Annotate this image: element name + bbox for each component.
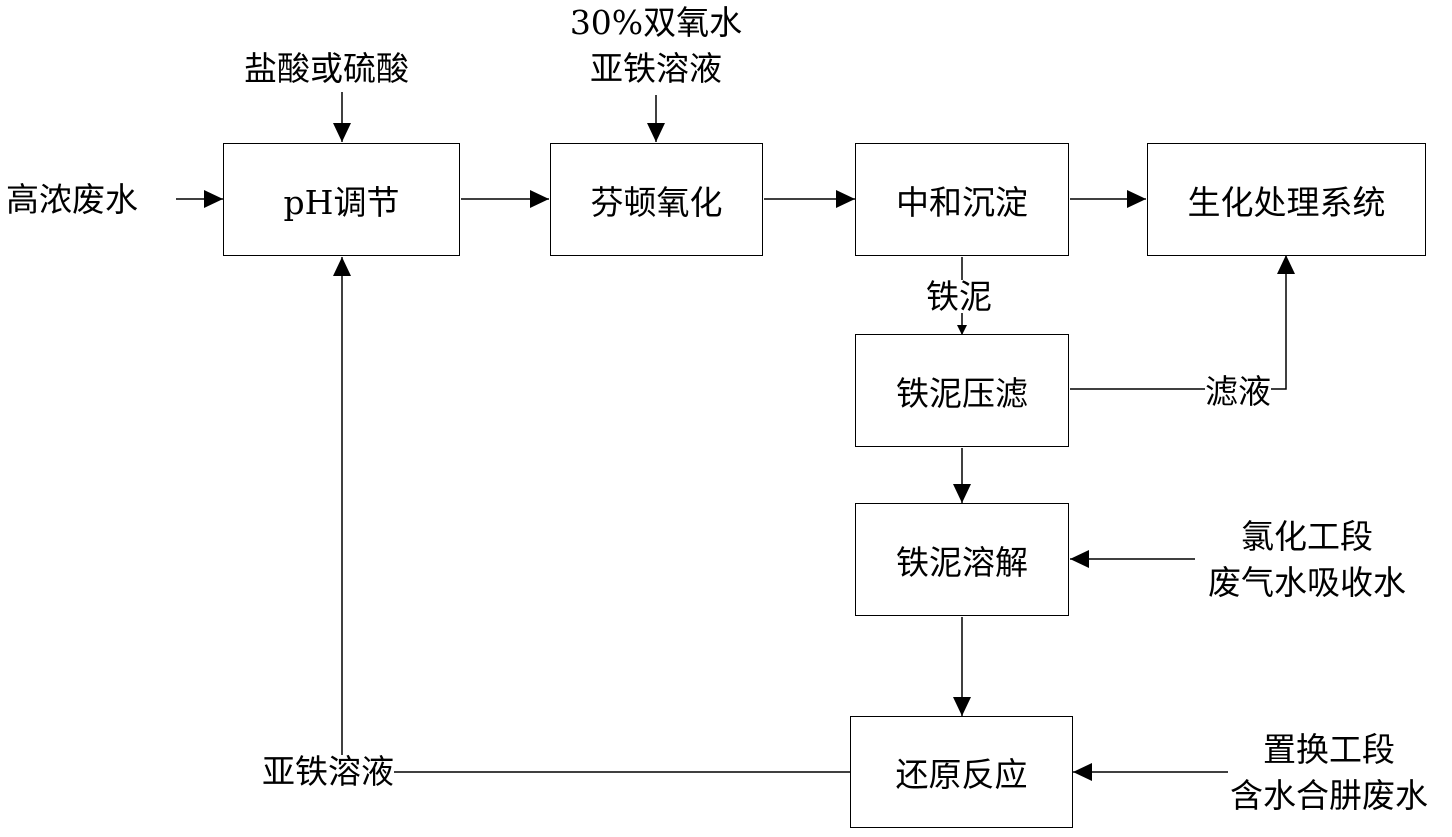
label-iron-sludge: 铁泥: [926, 277, 992, 316]
label-chlorination-line1: 氯化工段: [1241, 517, 1373, 556]
box-sludge-press-label: 铁泥压滤: [896, 373, 1028, 413]
box-sludge-dissolve: 铁泥溶解: [855, 503, 1069, 616]
box-biochemical-treatment-label: 生化处理系统: [1187, 182, 1386, 222]
label-ferrous-return: 亚铁溶液: [262, 752, 394, 791]
box-neutralize-precipitate-label: 中和沉淀: [896, 182, 1028, 222]
label-h2o2-line1: 30%双氧水: [569, 3, 743, 42]
label-replacement-line2: 含水合肼废水: [1230, 776, 1428, 815]
label-h2o2-line2: 亚铁溶液: [590, 49, 722, 88]
box-sludge-press: 铁泥压滤: [855, 334, 1069, 447]
label-chlorination-source: 氯化工段 废气水吸收水: [1175, 514, 1439, 606]
label-filtrate: 滤液: [1205, 372, 1271, 411]
label-h2o2: 30%双氧水 亚铁溶液: [540, 0, 772, 92]
box-reduction-reaction: 还原反应: [850, 716, 1073, 828]
label-acid: 盐酸或硫酸: [244, 49, 409, 88]
label-replacement-line1: 置换工段: [1263, 730, 1395, 769]
box-biochemical-treatment: 生化处理系统: [1147, 143, 1426, 256]
box-neutralize-precipitate: 中和沉淀: [855, 143, 1069, 256]
arrow-press-to-bio: [1070, 255, 1295, 390]
box-fenton-oxidation-label: 芬顿氧化: [590, 182, 723, 222]
box-reduction-reaction-label: 还原反应: [895, 755, 1028, 794]
box-ph-adjust: pH调节: [223, 143, 460, 256]
box-fenton-oxidation: 芬顿氧化: [550, 143, 763, 256]
label-input-wastewater: 高浓废水: [6, 180, 138, 219]
label-replacement-source: 置换工段 含水合肼废水: [1206, 727, 1452, 819]
arrow-reduce-to-ph: [333, 257, 850, 773]
box-sludge-dissolve-label: 铁泥溶解: [896, 542, 1028, 582]
box-ph-adjust-label: pH调节: [283, 182, 400, 222]
label-chlorination-line2: 废气水吸收水: [1208, 563, 1406, 602]
